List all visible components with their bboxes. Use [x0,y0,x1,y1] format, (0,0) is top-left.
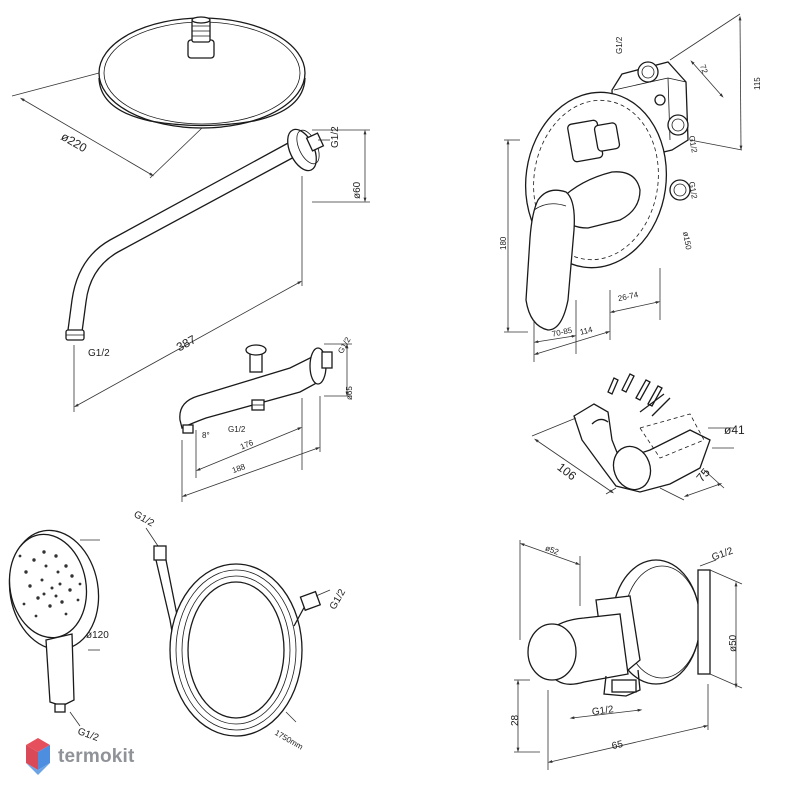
nozzle-dots [18,550,82,618]
spout-flange: ø65 [345,386,354,400]
holder-length: 106 [555,460,580,484]
mixer-depth: 115 [753,77,762,90]
spout-thread: G1/2 [336,335,353,355]
mixer-height: 72 [698,63,710,75]
wall-outlet-length: 65 [611,739,625,752]
shower-arm-outlet-thread: G1/2 [88,348,110,359]
shower-arm-drawing: G1/2 ø60 387 G1/2 [65,126,370,412]
hand-shower-diameter: ø120 [86,630,109,641]
mixer-depth-max: 180 [499,236,508,250]
shower-arm-length: 387 [174,332,199,354]
mixer-thread-right2: G1/2 [687,181,699,200]
spout-drawing: G1/2 ø65 8° G1/2 176 188 [179,335,354,502]
shower-arm-flange: ø60 [352,181,363,199]
wall-outlet-height: 28 [510,714,521,726]
shower-arm-thread: G1/2 [330,126,341,148]
spout-inlet-thread: G1/2 [228,425,246,434]
hand-shower-drawing: ø120 G1/2 [8,529,109,744]
mixer-thread-top: G1/2 [615,36,624,54]
logo-text: termokit [58,746,135,767]
holder-drawing: ø41 106 75 [531,373,745,501]
mixer-range3: 26-74 [617,290,639,303]
hand-shower-thread-bottom: G1/2 [76,726,101,744]
mixer-range2: 114 [579,325,594,337]
hose-drawing: G1/2 G1/2 1750mm [132,509,349,752]
hand-shower-thread-top: G1/2 [132,509,157,530]
spout-angle: 8° [202,431,210,440]
hose-length: 1750mm [273,728,305,752]
logo-cube-bottom [26,763,50,775]
wall-outlet-flange: ø50 [728,634,739,652]
termokit-logo: termokit [26,738,135,775]
holder-diameter: ø41 [724,423,745,437]
logo-cube-right [38,745,50,770]
logo-cube-left [26,745,38,770]
spout-length-long: 188 [231,462,247,475]
mixer-plate: ø150 [681,231,693,251]
wall-outlet-bottom-thread: G1/2 [591,704,614,718]
spout-length-short: 176 [239,438,255,452]
wall-outlet-depth: ø52 [544,544,561,557]
head-shower-drawing: ø220 [11,16,306,179]
mixer-drawing: G1/2 115 72 G1/2 G1/2 ø150 180 70-85 114… [499,13,762,362]
mixer-thread-right1: G1/2 [687,135,699,154]
head-shower-diameter: ø220 [59,129,90,155]
wall-outlet-drawing: ø52 G1/2 ø50 28 G1/2 65 [510,540,743,770]
hose-thread-right: G1/2 [328,587,349,612]
